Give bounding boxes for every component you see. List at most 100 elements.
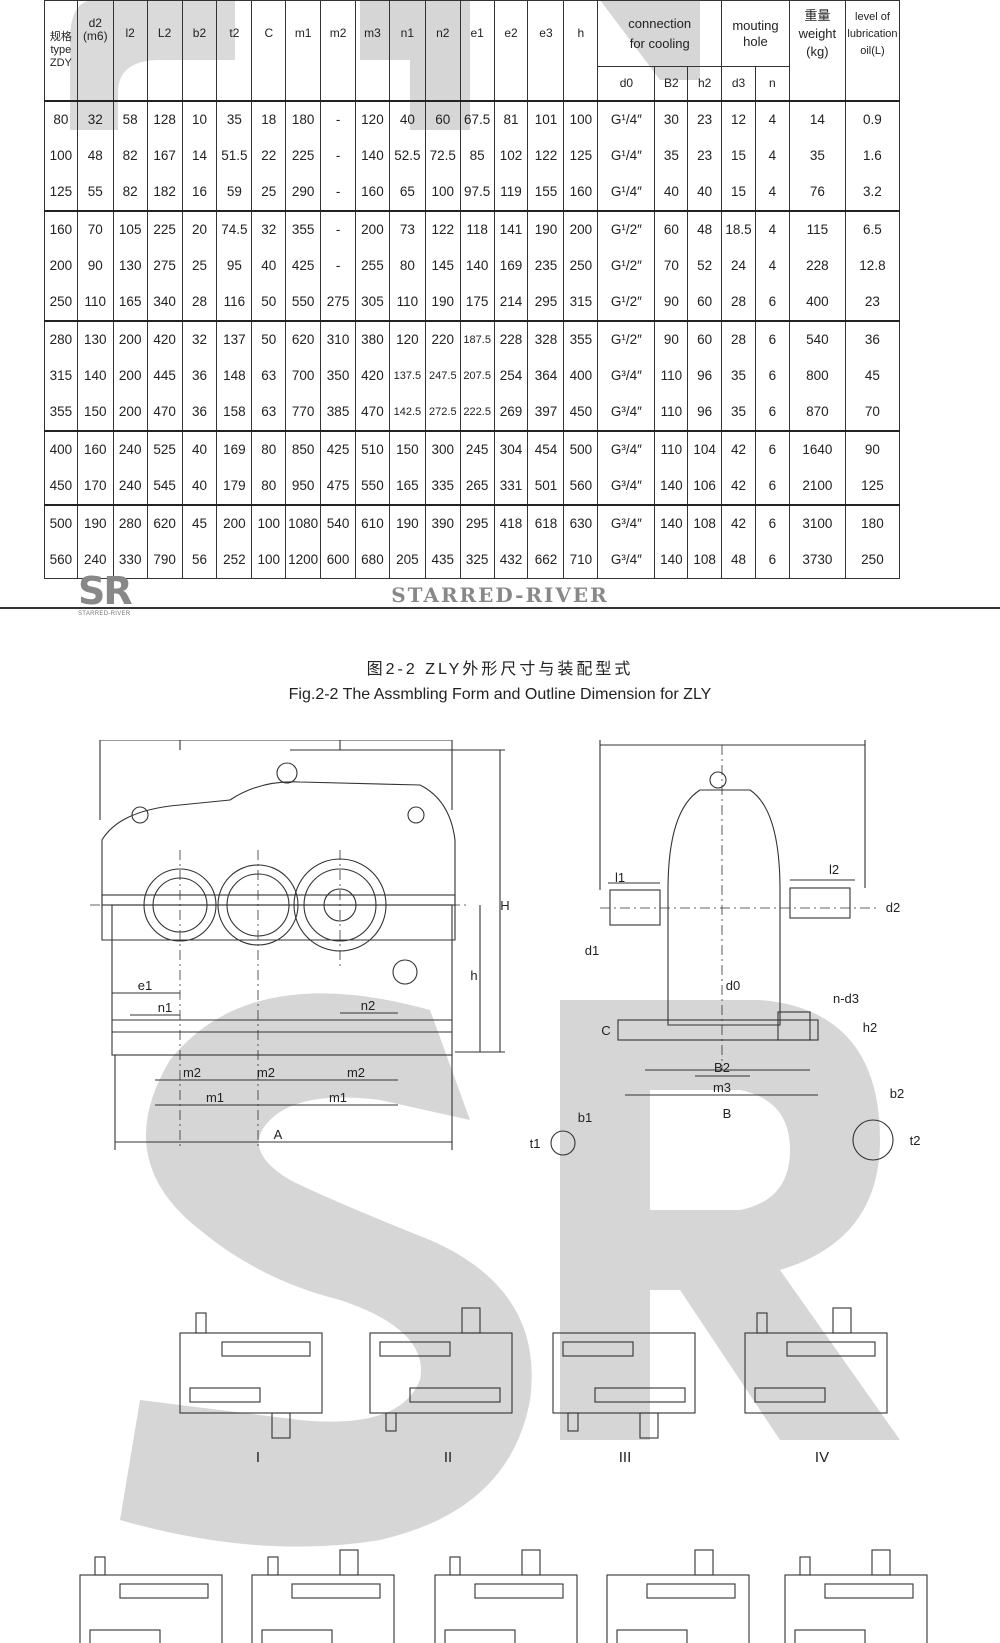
table-cell: 160	[355, 173, 390, 211]
table-cell: 454	[527, 429, 565, 468]
table-cell: 397	[527, 393, 565, 431]
table-cell: 4	[754, 209, 790, 248]
table-cell: 110	[654, 393, 689, 431]
dim-B: B	[723, 1106, 732, 1121]
header-e2: e2	[493, 0, 529, 101]
table-cell: 275	[146, 247, 183, 284]
table-cell: 108	[687, 503, 723, 542]
table-cell: 225	[146, 209, 183, 248]
table-cell: 116	[216, 283, 253, 321]
dim-B2: B2	[714, 1060, 730, 1075]
table-cell: 620	[146, 503, 183, 542]
table-cell: 280	[112, 503, 148, 542]
table-cell: 55	[76, 173, 114, 211]
header-h: h	[563, 0, 599, 101]
table-cell: 35	[216, 99, 253, 138]
header-d2: d2(m6)	[76, 0, 114, 101]
dim-n2: n2	[361, 998, 375, 1013]
table-cell: 235	[527, 247, 565, 284]
header-e3: e3	[527, 0, 565, 101]
table-cell: 24	[721, 247, 756, 284]
table-cell: 45	[844, 357, 901, 394]
dim-l1: l1	[615, 870, 625, 885]
outline-drawing: e2 a e3 H h e1 n1 n2 m2 m2 m2 m1 m1 A	[90, 740, 920, 1161]
header-d3: d3	[721, 66, 756, 101]
table-cell: 304	[493, 429, 529, 468]
header-b2: b2	[181, 0, 218, 101]
table-cell: 160	[44, 209, 78, 248]
table-cell: 50	[251, 283, 287, 321]
table-cell: 190	[388, 503, 426, 542]
table-cell: 200	[112, 393, 148, 431]
form-I: I	[256, 1449, 260, 1466]
table-cell: 160	[563, 173, 599, 211]
side-housing	[667, 789, 781, 1026]
table-cell: 36	[844, 319, 901, 358]
table-cell: 80	[251, 467, 287, 505]
table-cell: 3100	[788, 503, 846, 542]
table-cell: 170	[76, 467, 114, 505]
table-cell: -	[320, 99, 357, 138]
dim-m1-left: m1	[206, 1090, 224, 1105]
table-cell: 250	[44, 283, 78, 321]
table-cell: 40	[181, 429, 218, 468]
dim-H: H	[500, 898, 509, 913]
table-cell: 1.6	[844, 137, 901, 174]
table-cell: 305	[355, 283, 390, 321]
table-cell: 122	[527, 137, 565, 174]
table-cell: 328	[527, 319, 565, 358]
table-cell: 364	[527, 357, 565, 394]
table-cell: 14	[181, 137, 218, 174]
breather-cap	[276, 762, 298, 784]
table-cell: 106	[687, 467, 723, 505]
table-cell: G³/4″	[597, 357, 656, 394]
table-cell: G¹/4″	[597, 99, 656, 138]
table-cell: G³/4″	[597, 503, 656, 542]
table-cell: 255	[355, 247, 390, 284]
table-cell: 35	[788, 137, 846, 174]
table-cell: 48	[76, 137, 114, 174]
table-cell: 101	[527, 99, 565, 138]
table-cell: 380	[355, 319, 390, 358]
dim-m3: m3	[713, 1080, 731, 1095]
table-cell: 435	[424, 541, 461, 579]
table-cell: 700	[285, 357, 322, 394]
table-cell: 56	[181, 541, 218, 579]
table-cell: 28	[181, 283, 218, 321]
table-cell: 23	[844, 283, 901, 321]
table-cell: 169	[493, 247, 529, 284]
dim-m1-right: m1	[329, 1090, 347, 1105]
table-cell: 295	[527, 283, 565, 321]
table-cell: 18.5	[721, 209, 756, 248]
table-cell: 220	[424, 319, 461, 358]
table-cell: 100	[44, 137, 78, 174]
table-cell: 501	[527, 467, 565, 505]
table-cell: 225	[285, 137, 322, 174]
header-n: n	[754, 66, 790, 101]
table-cell: 240	[76, 541, 114, 579]
table-cell: 310	[320, 319, 357, 358]
table-cell: 850	[285, 429, 322, 468]
table-cell: 59	[216, 173, 253, 211]
table-cell: 6	[754, 503, 790, 542]
table-cell: 180	[844, 503, 901, 542]
table-cell: 187.5	[459, 319, 495, 358]
table-cell: 80	[251, 429, 287, 468]
table-cell: 620	[285, 319, 322, 358]
form-III: III	[619, 1449, 632, 1466]
table-cell: 63	[251, 357, 287, 394]
table-cell: 145	[424, 247, 461, 284]
table-cell: 355	[44, 393, 78, 431]
table-cell: 96	[687, 393, 723, 431]
table-cell: -	[320, 137, 357, 174]
table-cell: 295	[459, 503, 495, 542]
table-cell: 355	[285, 209, 322, 248]
table-cell: 400	[788, 283, 846, 321]
